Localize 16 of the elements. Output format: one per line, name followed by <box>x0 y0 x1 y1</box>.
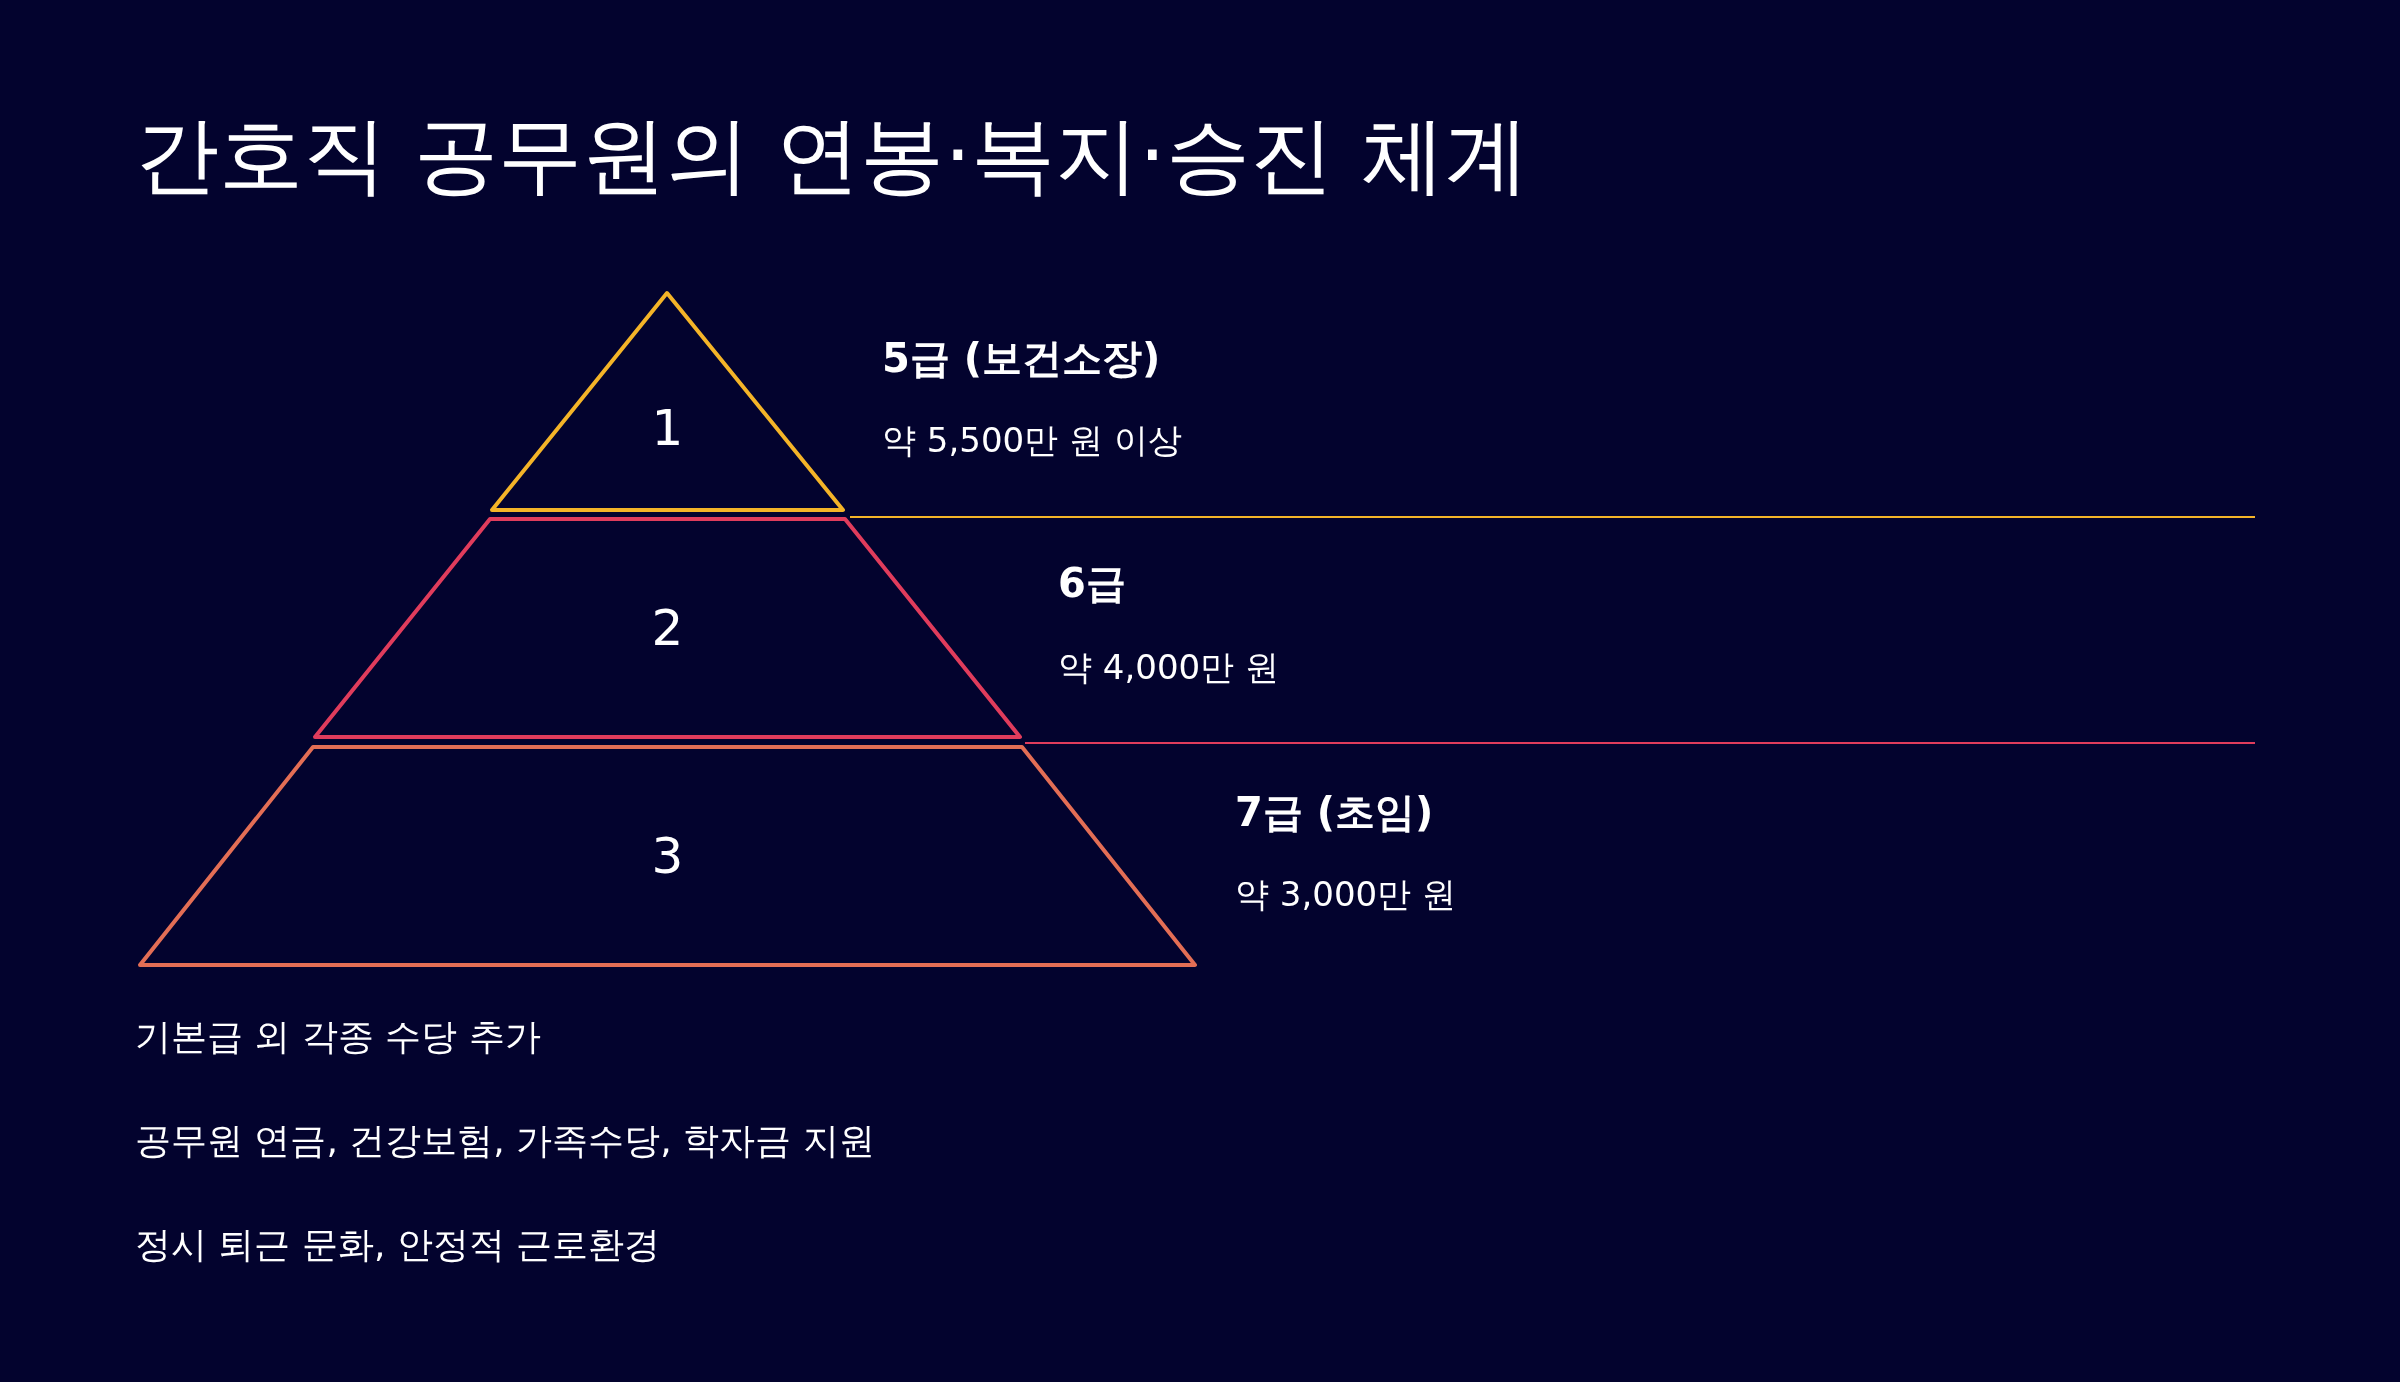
salary-text: 약 3,000만 원 <box>1235 873 1456 917</box>
pyramid-top-triangle <box>492 293 843 510</box>
pyramid-tier <box>315 519 1020 737</box>
benefit-text: 기본급 외 각종 수당 추가 <box>135 1015 541 1059</box>
grade-heading: 7급 (초임) <box>1235 788 1434 837</box>
salary-text: 약 4,000만 원 <box>1058 646 1279 690</box>
title: 간호직 공무원의 연봉·복지·승진 체계 <box>135 105 1529 206</box>
grade-heading: 6급 <box>1058 559 1126 608</box>
pyramid-tier <box>140 747 1195 965</box>
tier-number: 1 <box>650 397 685 458</box>
benefit-text: 공무원 연금, 건강보험, 가족수당, 학자금 지원 <box>135 1119 875 1163</box>
tier-number: 3 <box>650 826 685 886</box>
benefit-text: 정시 퇴근 문화, 안정적 근로환경 <box>135 1223 661 1267</box>
tier-number: 2 <box>650 598 685 658</box>
grade-heading: 5급 (보건소장) <box>882 334 1161 383</box>
salary-text: 약 5,500만 원 이상 <box>882 419 1182 463</box>
